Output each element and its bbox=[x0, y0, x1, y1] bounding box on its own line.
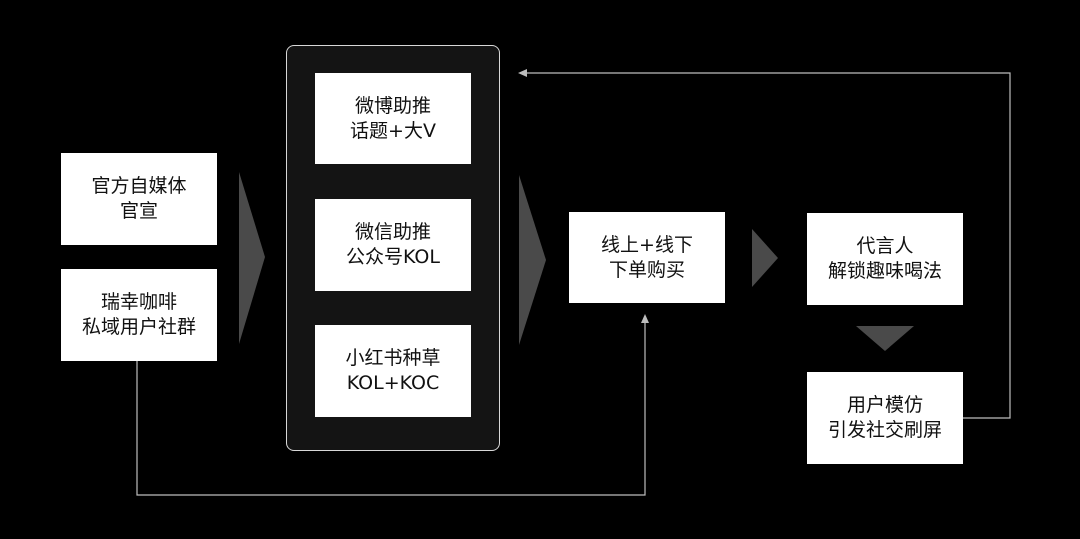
node-private-community-line2: 私域用户社群 bbox=[81, 316, 196, 338]
node-user-imitation-line1: 用户模仿 bbox=[846, 394, 923, 416]
node-online-offline-line2: 下单购买 bbox=[608, 258, 685, 281]
node-xiaohongshu: 小红书种草 KOL+KOC bbox=[315, 325, 471, 417]
node-spokesperson: 代言人 解锁趣味喝法 bbox=[807, 213, 963, 305]
chevron-right-icon bbox=[519, 175, 546, 345]
node-online-offline: 线上+线下 下单购买 bbox=[569, 212, 725, 303]
node-private-community: 瑞幸咖啡 私域用户社群 bbox=[61, 269, 217, 361]
node-weibo-line2: 话题+大V bbox=[350, 119, 436, 142]
node-wechat-line2: 公众号KOL bbox=[346, 246, 440, 268]
chevron-down-icon bbox=[856, 326, 914, 351]
node-wechat: 微信助推 公众号KOL bbox=[315, 199, 471, 291]
node-xiaohongshu-line2: KOL+KOC bbox=[346, 372, 440, 394]
node-wechat-line1: 微信助推 bbox=[354, 221, 431, 243]
node-spokesperson-line2: 解锁趣味喝法 bbox=[827, 260, 942, 282]
arrowhead-left-icon bbox=[518, 69, 527, 77]
node-weibo-line1: 微博助推 bbox=[354, 94, 431, 117]
node-official-media-line2: 官宣 bbox=[119, 200, 158, 222]
node-user-imitation: 用户模仿 引发社交刷屏 bbox=[807, 372, 963, 464]
node-xiaohongshu-line1: 小红书种草 bbox=[345, 347, 441, 369]
arrowhead-up-icon bbox=[641, 314, 649, 323]
node-official-media-line1: 官方自媒体 bbox=[91, 175, 187, 197]
node-private-community-line1: 瑞幸咖啡 bbox=[100, 291, 177, 313]
node-user-imitation-line2: 引发社交刷屏 bbox=[827, 419, 942, 441]
node-online-offline-line1: 线上+线下 bbox=[601, 233, 693, 256]
chevron-right-icon bbox=[752, 229, 778, 287]
chevron-right-icon bbox=[239, 172, 265, 344]
node-official-media: 官方自媒体 官宣 bbox=[61, 153, 217, 245]
node-spokesperson-line1: 代言人 bbox=[856, 235, 914, 257]
node-weibo: 微博助推 话题+大V bbox=[315, 73, 471, 164]
